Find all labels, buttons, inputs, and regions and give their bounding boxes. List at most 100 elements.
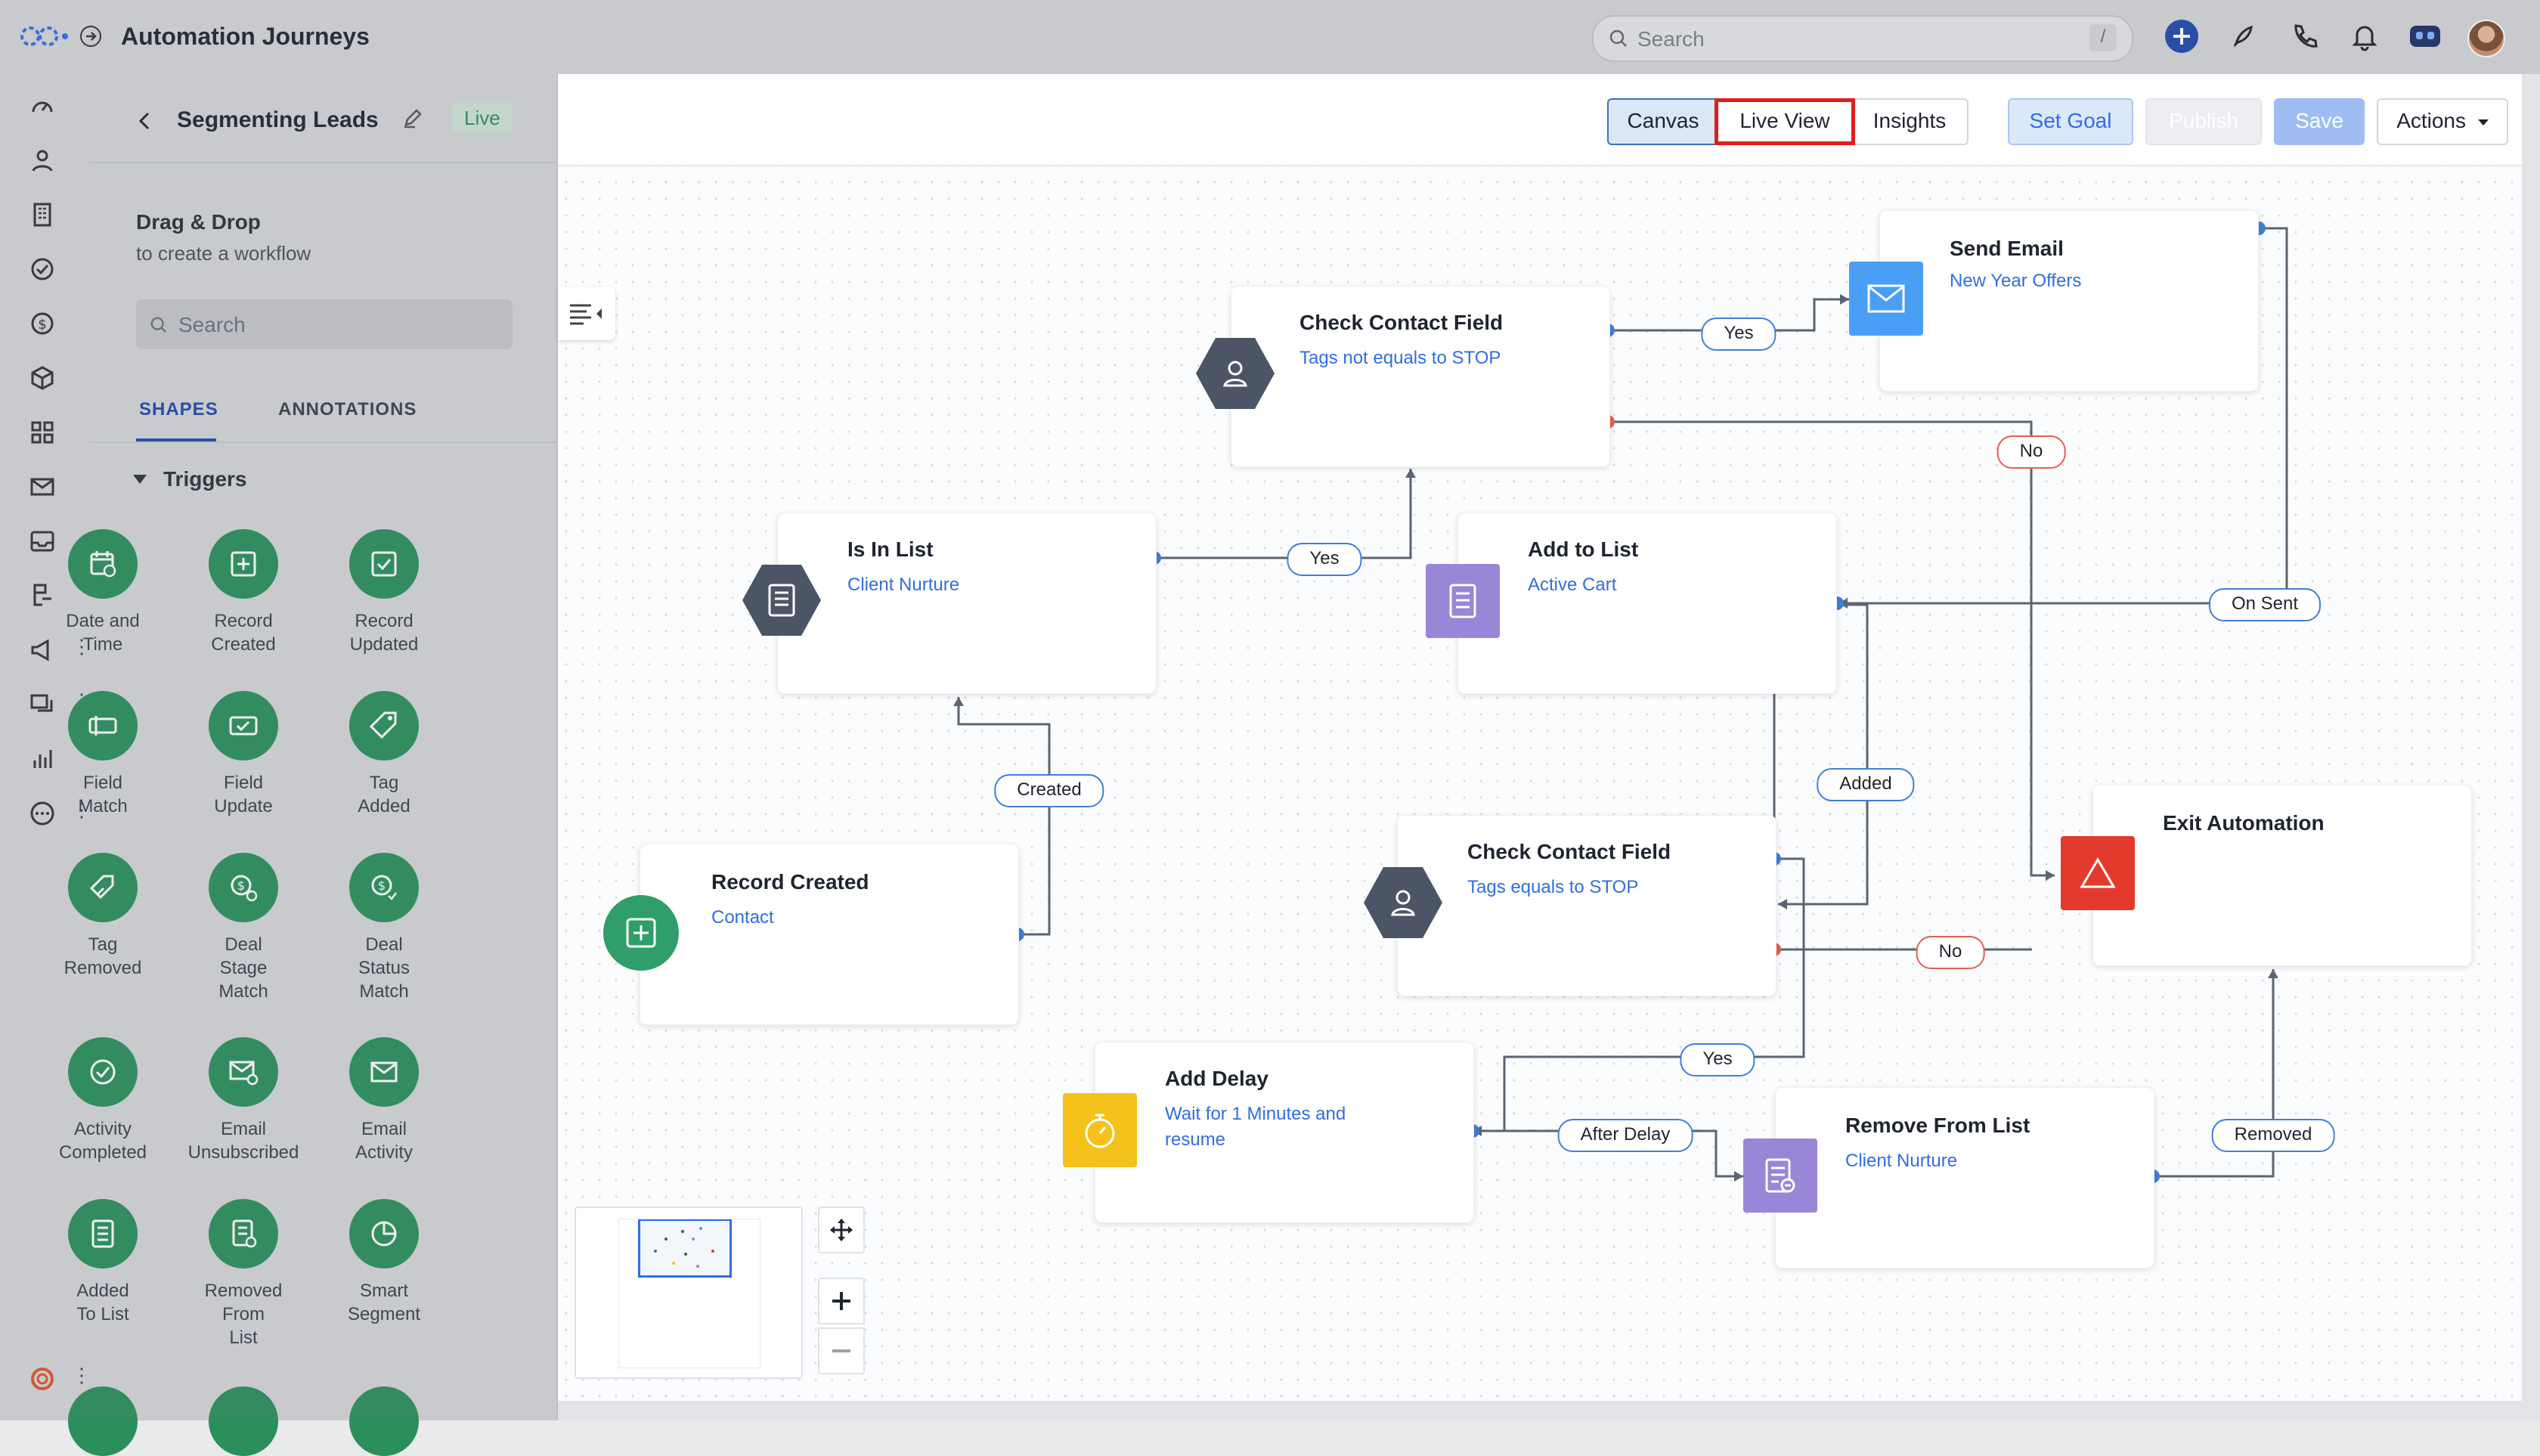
shape-deal-stage-match[interactable]: $Deal Stage Match: [172, 853, 315, 1003]
shape-tag-removed[interactable]: Tag Removed: [31, 853, 175, 980]
edge-label-removed[interactable]: Removed: [2211, 1119, 2335, 1152]
send-email-icon: [1849, 262, 1923, 336]
node-send-email[interactable]: Send Email New Year Offers: [1879, 210, 2259, 392]
dashboard-icon[interactable]: [26, 89, 59, 122]
node-add-delay[interactable]: Add Delay Wait for 1 Minutes and resume: [1095, 1042, 1474, 1223]
bell-icon[interactable]: [2346, 18, 2383, 54]
tab-insights[interactable]: Insights: [1851, 98, 1968, 145]
phone-icon[interactable]: [2286, 18, 2322, 54]
edge-label-after-delay[interactable]: After Delay: [1557, 1119, 1693, 1152]
add-new-icon[interactable]: [2164, 18, 2200, 54]
node-add-to-list[interactable]: Add to List Active Cart: [1457, 513, 1837, 694]
shape-tag-added[interactable]: Tag Added: [312, 691, 456, 818]
companies-icon[interactable]: [26, 198, 59, 231]
save-button[interactable]: Save: [2274, 98, 2365, 145]
automation-icon[interactable]: [26, 579, 59, 612]
triggers-collapse-icon[interactable]: [133, 475, 147, 484]
global-search[interactable]: Search /: [1592, 15, 2133, 62]
node-title: Add Delay: [1165, 1067, 1268, 1090]
shape-email-activity[interactable]: Email Activity: [312, 1037, 456, 1164]
node-check-contact-field-1[interactable]: Check Contact Field Tags not equals to S…: [1231, 286, 1610, 467]
edge-label-no[interactable]: No: [1996, 435, 2066, 469]
edge-label-added[interactable]: Added: [1817, 768, 1915, 801]
panel-toggle-button[interactable]: [558, 287, 615, 340]
shape-label: Record Created: [211, 611, 276, 655]
edge-label-yes[interactable]: Yes: [1701, 318, 1776, 351]
zoom-out-button[interactable]: [818, 1327, 865, 1374]
inbox-icon[interactable]: [26, 525, 59, 558]
products-icon[interactable]: [26, 361, 59, 395]
node-is-in-list[interactable]: Is In List Client Nurture: [777, 513, 1157, 694]
zoom-in-button[interactable]: [818, 1278, 865, 1324]
reports-icon[interactable]: [26, 742, 59, 776]
campaigns-more-icon[interactable]: ⋮: [72, 635, 91, 658]
more-apps-dots-icon[interactable]: ⋮: [72, 798, 91, 821]
shape-label: Deal Stage Match: [218, 934, 268, 1002]
tab-divider: [89, 441, 556, 443]
shape-date-and-time[interactable]: Date and Time: [31, 529, 175, 656]
app-logo[interactable]: [18, 23, 71, 50]
shape-record-updated[interactable]: Record Updated: [312, 529, 456, 656]
avatar[interactable]: [2467, 20, 2505, 57]
tab-shapes[interactable]: SHAPES: [139, 399, 218, 420]
apps-icon[interactable]: [26, 416, 59, 449]
minimap-viewport[interactable]: [638, 1219, 732, 1278]
shape-label: Field Match: [78, 773, 128, 816]
workflow-name: Segmenting Leads: [177, 107, 379, 132]
shape-field-update[interactable]: Field Update: [172, 691, 315, 818]
shape-smart-segment[interactable]: Smart Segment: [312, 1199, 456, 1326]
node-title: Is In List: [847, 537, 934, 561]
edge-label-yes[interactable]: Yes: [1680, 1043, 1755, 1077]
node-record-created[interactable]: Record Created Contact: [640, 844, 1019, 1025]
edge-label-created[interactable]: Created: [994, 774, 1104, 807]
shape-record-created[interactable]: Record Created: [172, 529, 315, 656]
shape-deal-status-match[interactable]: $Deal Status Match: [312, 853, 456, 1003]
shape-search-input[interactable]: Search: [136, 299, 513, 349]
shape-label: Email Unsubscribed: [187, 1119, 299, 1163]
edit-pencil-icon[interactable]: [395, 100, 431, 136]
help-more-icon[interactable]: ⋮: [72, 1364, 91, 1386]
tab-annotations[interactable]: ANNOTATIONS: [278, 399, 417, 420]
canvas-scrollbar[interactable]: [2522, 74, 2540, 1420]
deals-icon[interactable]: $: [26, 307, 59, 340]
shape-added-to-list[interactable]: Added To List: [31, 1199, 175, 1326]
edge-label-on-sent[interactable]: On Sent: [2208, 588, 2322, 621]
node-check-contact-field-2[interactable]: Check Contact Field Tags equals to STOP: [1397, 815, 1776, 996]
campaigns-icon[interactable]: [26, 634, 59, 667]
contacts-icon[interactable]: [26, 144, 59, 177]
actions-button[interactable]: Actions: [2377, 98, 2508, 145]
shape-label: Tag Removed: [64, 934, 142, 978]
shape-field-match[interactable]: Field Match: [31, 691, 175, 818]
assistant-bot-icon[interactable]: [2407, 18, 2443, 54]
minimap[interactable]: [575, 1207, 803, 1379]
tab-canvas[interactable]: Canvas: [1607, 98, 1719, 145]
rocket-icon[interactable]: [2226, 18, 2262, 54]
edge-label-no[interactable]: No: [1916, 936, 1985, 969]
shape-email-unsubscribed[interactable]: Email Unsubscribed: [172, 1037, 315, 1164]
help-lifebuoy-icon[interactable]: [26, 1362, 59, 1396]
shape-removed-from-list[interactable]: Removed From List: [172, 1199, 315, 1349]
shape-activity-completed[interactable]: Activity Completed: [31, 1037, 175, 1164]
back-chevron-icon[interactable]: [127, 103, 163, 139]
more-apps-icon[interactable]: [26, 797, 59, 830]
deal-status-icon: $: [349, 853, 419, 922]
section-triggers[interactable]: Triggers: [163, 467, 247, 491]
exit-warning-icon: [2061, 836, 2135, 910]
tasks-icon[interactable]: [26, 252, 59, 286]
node-remove-from-list[interactable]: Remove From List Client Nurture: [1775, 1087, 2154, 1269]
mail-icon[interactable]: [26, 470, 59, 503]
calendar-clock-icon: [68, 529, 138, 599]
expand-arrow-icon[interactable]: [73, 18, 109, 54]
node-subtitle: Client Nurture: [847, 575, 960, 595]
set-goal-button[interactable]: Set Goal: [2008, 98, 2133, 145]
edge-label-yes[interactable]: Yes: [1287, 543, 1362, 576]
node-subtitle: Contact: [711, 907, 774, 928]
tab-live-view[interactable]: Live View: [1714, 98, 1855, 145]
email-unsub-icon: [209, 1037, 278, 1107]
node-exit-automation[interactable]: Exit Automation: [2092, 785, 2472, 966]
shape-label: Tag Added: [358, 773, 410, 816]
panel-subheading: to create a workflow: [136, 242, 311, 265]
pan-button[interactable]: [818, 1207, 865, 1253]
chat-icon[interactable]: [26, 688, 59, 721]
publish-button[interactable]: Publish: [2145, 98, 2262, 145]
